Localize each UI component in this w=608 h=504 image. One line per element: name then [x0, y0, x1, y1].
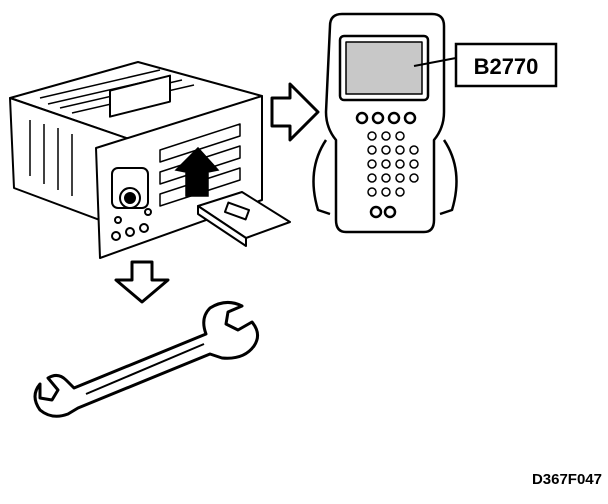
- arrow-right-icon: [270, 82, 320, 142]
- figure-id: D367F047: [532, 471, 602, 488]
- car-radio-icon: [9, 61, 263, 259]
- dtc-code-text: B2770: [474, 54, 539, 79]
- handheld-scan-tool-icon: [312, 12, 458, 234]
- dtc-code-callout: B2770: [454, 42, 558, 88]
- arrow-down-icon: [114, 260, 170, 304]
- key-card-icon: [197, 191, 291, 247]
- wrench-icon: [33, 301, 259, 418]
- callout-leader: [413, 57, 457, 67]
- insert-arrow-icon: [174, 146, 220, 197]
